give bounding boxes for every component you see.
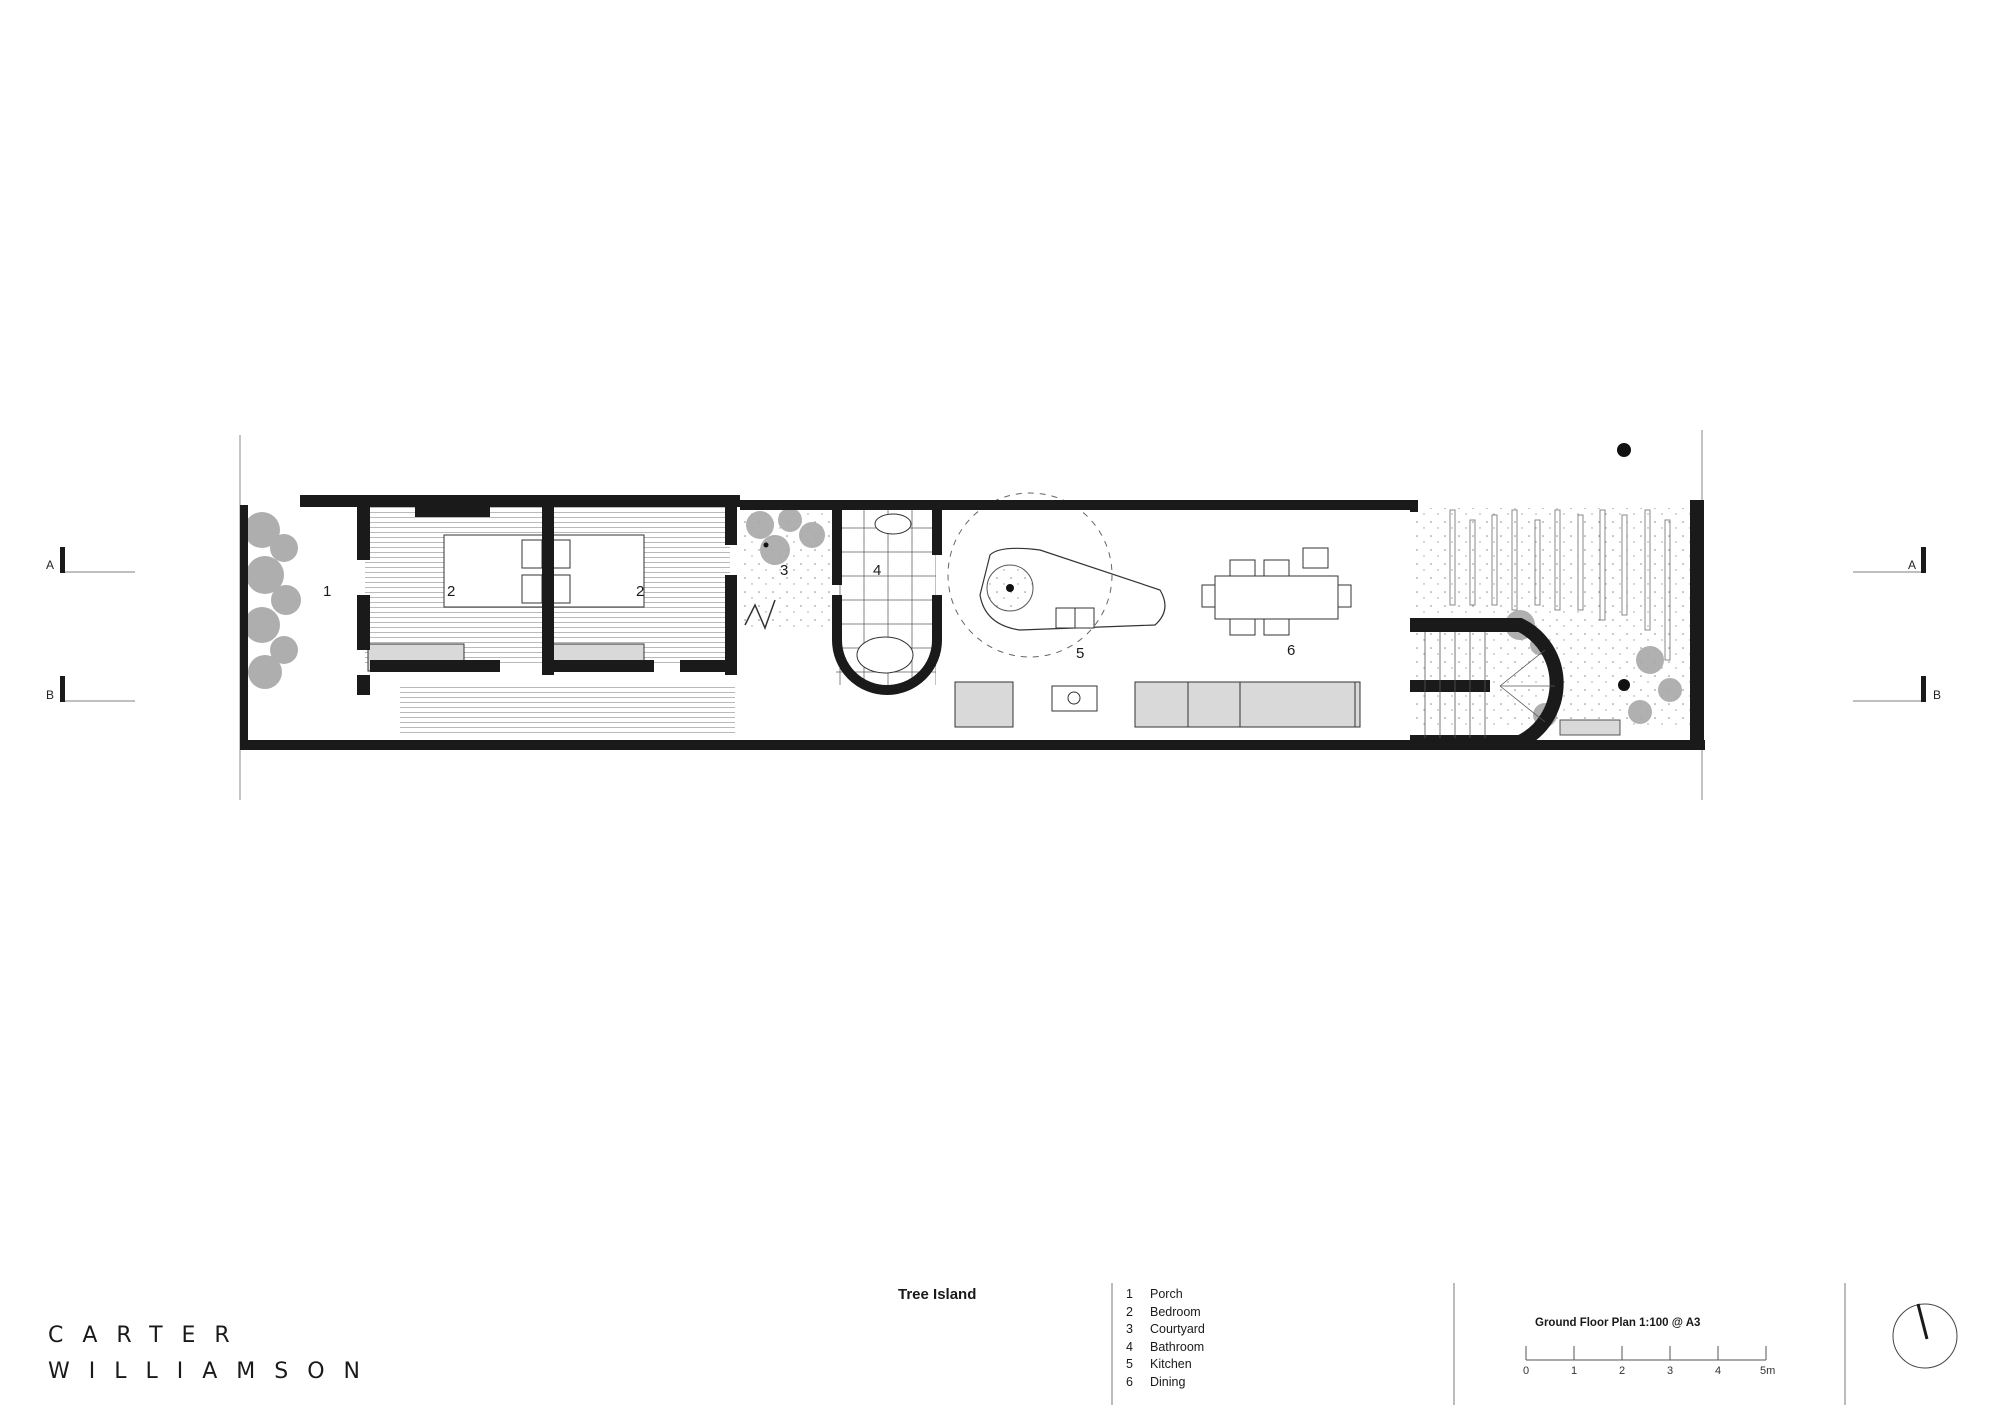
firm-logo-line2: WILLIAMSON bbox=[48, 1359, 380, 1384]
section-marker-a-right: A bbox=[1908, 558, 1917, 572]
bed-right bbox=[547, 534, 645, 608]
section-marker-b-right: B bbox=[1933, 688, 1942, 702]
walls bbox=[240, 495, 1705, 750]
scale-tick-label: 1 bbox=[1571, 1365, 1578, 1377]
stair bbox=[1410, 618, 1564, 749]
north-arrow-icon bbox=[1892, 1303, 1958, 1369]
section-markers bbox=[60, 547, 1926, 702]
scale-tick-label: 4 bbox=[1715, 1365, 1722, 1377]
room-label-bedroom-a: 2 bbox=[447, 583, 456, 600]
section-marker-a-left: A bbox=[46, 558, 55, 572]
room-label-kitchen: 5 bbox=[1076, 645, 1085, 662]
section-marker-b-left: B bbox=[46, 688, 55, 702]
room-label-dining: 6 bbox=[1287, 642, 1296, 659]
scale-tick-label: 3 bbox=[1667, 1365, 1674, 1377]
drawing-title: Ground Floor Plan 1:100 @ A3 bbox=[1535, 1317, 1701, 1329]
scale-tick-label: 0 bbox=[1523, 1365, 1530, 1377]
scale-tick-label: 2 bbox=[1619, 1365, 1626, 1377]
scale-tick-label: 5m bbox=[1760, 1365, 1776, 1377]
porch-planting bbox=[243, 505, 301, 695]
room-label-bedroom-b: 2 bbox=[636, 583, 645, 600]
kitchen-island bbox=[979, 547, 1166, 631]
room-label-porch: 1 bbox=[323, 583, 332, 600]
room-label-bathroom: 4 bbox=[873, 562, 882, 579]
dining-table bbox=[1201, 547, 1352, 636]
firm-logo: CARTER WILLIAMSON bbox=[48, 1318, 379, 1390]
project-title: Tree Island bbox=[898, 1286, 977, 1303]
room-label-courtyard: 3 bbox=[780, 562, 789, 579]
scale-bar bbox=[1525, 1346, 1767, 1361]
firm-logo-line1: CARTER bbox=[48, 1323, 249, 1348]
